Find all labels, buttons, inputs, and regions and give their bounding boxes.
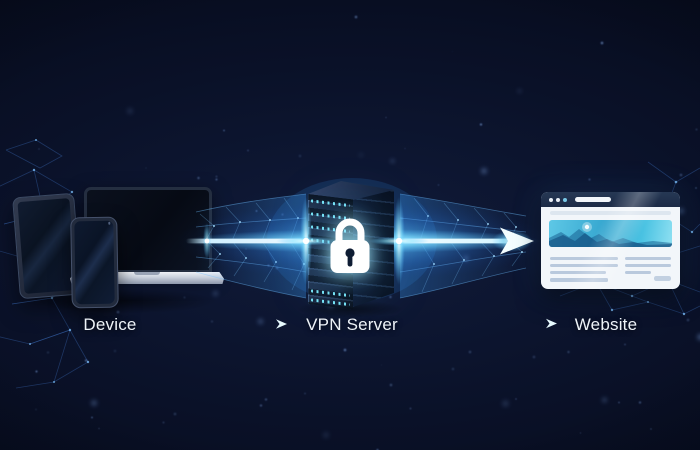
text-line <box>550 271 606 274</box>
server-rack-icon <box>296 176 404 318</box>
hero-image <box>549 220 672 247</box>
browser-titlebar <box>541 192 680 207</box>
text-line <box>550 277 608 282</box>
smartphone-icon <box>70 216 119 309</box>
laptop-notch <box>134 272 160 275</box>
text-line <box>550 264 618 267</box>
text-line <box>625 257 671 260</box>
mountain-photo-icon <box>549 222 672 247</box>
window-dot-icon <box>549 197 553 202</box>
phone-screen <box>74 220 115 305</box>
flow-label-device: Device <box>83 315 137 334</box>
text-line <box>625 271 651 274</box>
cta-button-placeholder <box>654 276 671 281</box>
flow-label-vpn-server: VPN Server <box>306 315 398 334</box>
padlock-icon <box>330 218 370 273</box>
tablet-screen <box>17 198 77 294</box>
text-line <box>625 264 671 267</box>
nav-placeholder-bar <box>550 211 671 215</box>
window-dot-icon <box>556 197 560 202</box>
text-line <box>550 257 618 260</box>
browser-window-icon <box>541 192 680 289</box>
address-bar <box>575 197 611 202</box>
flow-label-website: Website <box>574 315 638 334</box>
phone-camera-dot <box>107 221 111 225</box>
window-dot-icon <box>563 197 567 202</box>
